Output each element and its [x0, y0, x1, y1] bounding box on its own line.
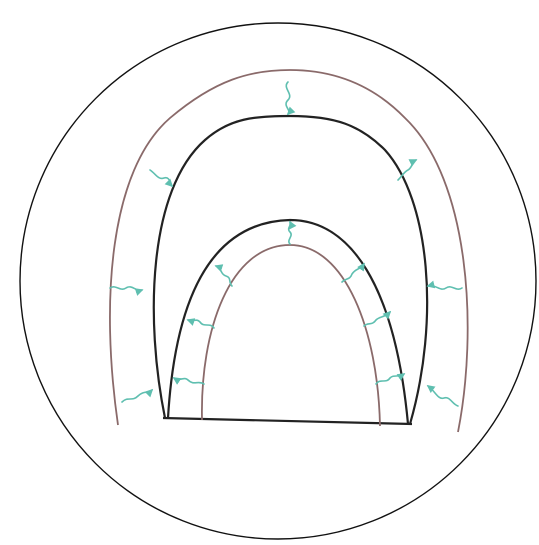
frame-circle — [20, 23, 536, 539]
arrow-inner-left-upper — [216, 266, 232, 286]
arrow-lower-left-in — [122, 390, 152, 402]
arrow-upper-right-out — [398, 160, 416, 180]
arrow-inner-top-up — [289, 222, 292, 244]
arrow-lower-right-in — [428, 386, 458, 406]
wall-outer-outline — [154, 116, 427, 424]
heat-flow-arrows — [110, 82, 462, 406]
outer-arch — [110, 70, 468, 432]
base-line — [163, 418, 412, 424]
arrow-inner-right-upper — [342, 264, 364, 282]
arrow-inner-right-mid — [364, 312, 390, 326]
arrow-upper-left-in — [150, 170, 172, 186]
arrow-top-down — [286, 82, 290, 114]
arrow-inner-left-mid — [188, 320, 214, 328]
arrow-inner-left-low — [174, 378, 204, 384]
arrow-right-mid-in — [428, 286, 462, 289]
wall-inner-outline — [168, 220, 408, 424]
arrow-left-mid-in — [110, 287, 142, 290]
arrow-inner-right-low — [376, 374, 404, 384]
